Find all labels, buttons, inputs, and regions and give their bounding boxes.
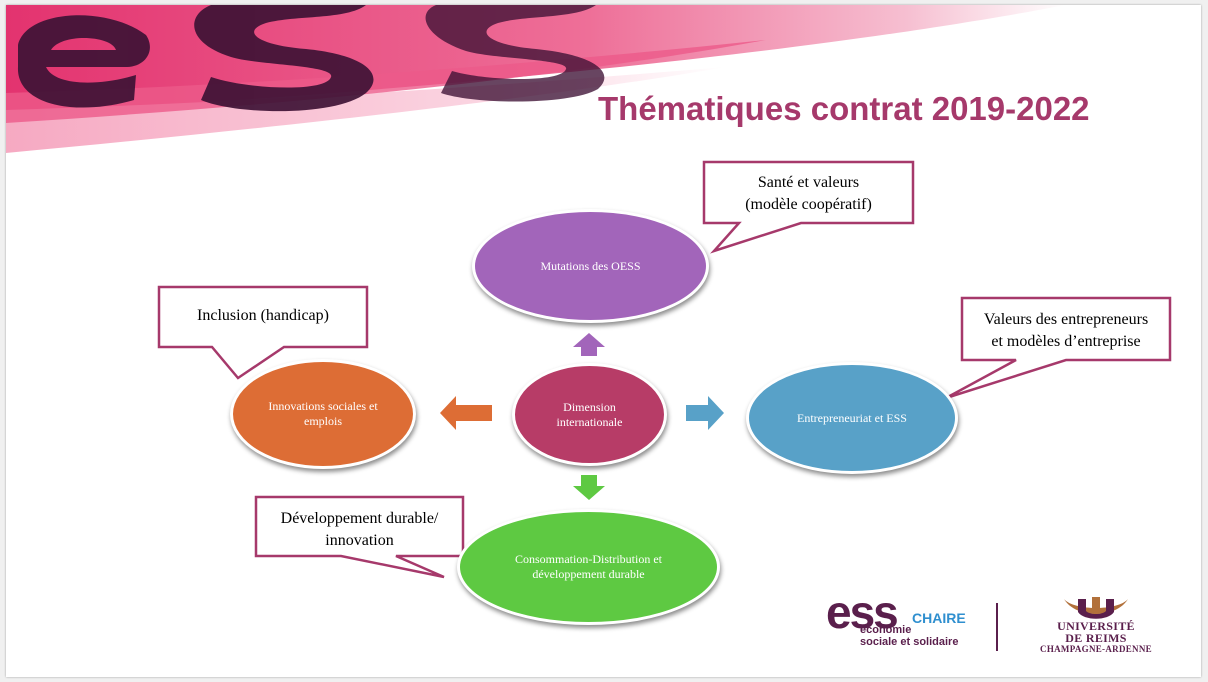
diagram-graphics [157,160,1172,579]
callout-developpement-text: Développement durable/innovation [280,510,439,549]
ess-logo-line2: sociale et solidaire [860,636,959,648]
header-banner [6,5,1066,153]
callout-sante-bubble [702,160,915,254]
ess-logo-word: ess [826,586,899,638]
callout-inclusion-text: Inclusion (handicap) [197,307,329,324]
arrow-left-icon [440,396,492,430]
page-title: Thématiques contrat 2019-2022 [598,90,1090,127]
node-label: Mutations des OESS [540,258,641,273]
arrow-right-icon [686,396,724,430]
logo-divider [996,603,998,651]
ess-logo-line1: économie [860,624,912,636]
slide: Thématiques contrat 2019-2022 Mutations … [6,5,1201,677]
node-entrepreneuriat: Entrepreneuriat et ESS [746,362,958,474]
node-label: Entrepreneuriat et ESS [797,410,907,425]
logo-universite-reims: UNIVERSITÉ DE REIMS CHAMPAGNE-ARDENNE [1026,597,1166,657]
callout-valeurs-bubble [945,296,1172,400]
arrow-up-icon [573,333,605,356]
callout-developpement-bubble [254,495,465,579]
node-mutations-oess: Mutations des OESS [472,209,709,323]
ess-watermark [17,5,605,112]
logo-chaire-ess: ess CHAIRE économie sociale et solidaire [826,586,976,653]
university-name-line2: DE REIMS [1065,631,1127,645]
university-name-line3: CHAMPAGNE-ARDENNE [1040,644,1152,654]
callout-sante-text: Santé et valeurs(modèle coopératif) [745,174,872,213]
university-emblem-icon [1064,597,1128,619]
university-name-line1: UNIVERSITÉ [1057,619,1135,633]
arrow-down-icon [573,475,605,500]
ess-logo-chaire: CHAIRE [912,610,966,626]
callout-inclusion-bubble [157,285,369,380]
